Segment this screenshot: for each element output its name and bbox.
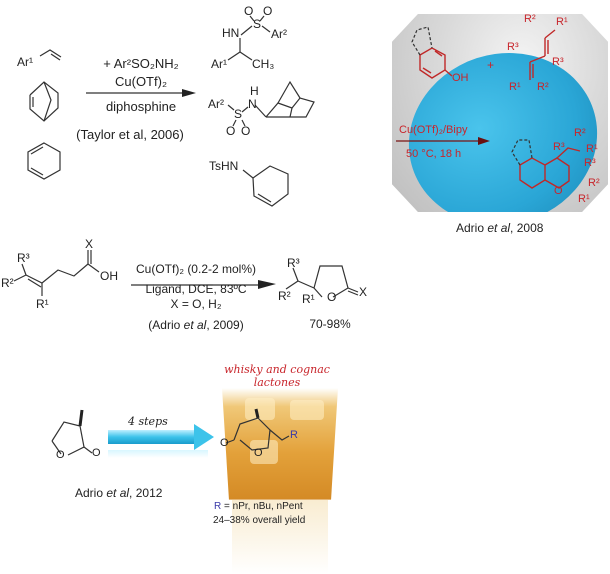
ref-italic: et al: [106, 486, 130, 500]
styrene-ar1-label: Ar¹: [17, 55, 33, 69]
ice-cube: [290, 400, 324, 420]
ice-cube: [250, 440, 278, 464]
ref-italic: et al: [183, 318, 207, 332]
product-o: O: [554, 185, 563, 197]
diene-r3: R³: [552, 56, 564, 68]
x-definition: X = O, H₂: [170, 297, 222, 311]
conditions-ligand-dce: Ligand, DCE, 83ºC: [145, 282, 247, 296]
atom-o: O: [263, 4, 273, 18]
group-ar2: Ar²: [271, 27, 287, 41]
atom-s: S: [234, 107, 243, 121]
atom-o: O: [226, 124, 236, 138]
reference-adrio-2012: Adrio et al, 2012: [75, 487, 162, 499]
ligand-label: diphosphine: [105, 99, 177, 114]
atom-hn: HN: [222, 26, 240, 40]
product-carbonyl-o: O: [220, 437, 229, 449]
r-label: R: [214, 501, 222, 512]
styrene-vinyl: [39, 49, 62, 61]
product-r3: R³: [553, 141, 565, 153]
chromane-product-structure: [511, 139, 581, 189]
ref-text: , 2012: [129, 486, 163, 500]
conditions-temp-time: 50 °C, 18 h: [406, 148, 462, 160]
plus-sign: +: [487, 58, 495, 72]
flask-photo: [392, 14, 608, 212]
title-lactones: lactones: [253, 376, 301, 389]
title-whisky-cognac: whisky and cognac: [224, 363, 330, 376]
diene-r1: R¹: [556, 16, 568, 28]
diene-r1: R¹: [509, 81, 521, 93]
product-r1: R¹: [586, 143, 598, 155]
four-steps-arrow: [108, 430, 196, 444]
lactone-carbonyl-o: O: [92, 447, 101, 459]
norbornene-structure: [29, 81, 59, 122]
glass-reflection: [232, 500, 328, 574]
group-tshn: TsHN: [209, 159, 239, 173]
substrate-r1: R¹: [36, 297, 49, 311]
group-ar1: Ar¹: [211, 57, 227, 71]
product-r-group: R: [290, 429, 298, 441]
substrate-r3: R³: [17, 251, 30, 265]
phenol-structure: [411, 26, 453, 79]
atom-s: S: [253, 17, 262, 31]
catalyst-loading: Cu(OTf)₂ (0.2-2 mol%): [135, 262, 257, 276]
reference-adrio-2009: (Adrio et al, 2009): [148, 319, 243, 331]
product-o: O: [327, 290, 337, 304]
group-ch3: CH₃: [252, 57, 275, 71]
lactone-ring-o: O: [56, 449, 65, 461]
product-r3: R³: [287, 256, 300, 270]
atom-o: O: [244, 4, 254, 18]
group-ar2: Ar²: [208, 97, 224, 111]
cyclohexene-structure: [27, 142, 61, 180]
product-r2: R²: [588, 177, 600, 189]
diene-r2: R²: [537, 81, 549, 93]
reagent-sulfonamide: + Ar²SO₂NH₂: [103, 56, 179, 71]
product3-bonds: [242, 165, 289, 207]
substrate-acid-bonds: [13, 250, 100, 296]
atom-o: O: [241, 124, 251, 138]
substrate-r2: R²: [1, 276, 14, 290]
product-r1: R¹: [578, 193, 590, 205]
caption-text: Adrio: [456, 221, 488, 235]
yield-70-98: 70-98%: [309, 317, 351, 331]
caption-adrio-2008: Adrio et al, 2008: [456, 222, 543, 234]
methyl-butyrolactone-bonds: [51, 409, 93, 456]
r-definition: R = nPr, nBu, nPent: [214, 502, 303, 512]
ref-text: (Adrio: [148, 318, 184, 332]
product-r2: R²: [278, 289, 291, 303]
flask-reaction-arrow: [396, 137, 490, 145]
product-r1: R¹: [302, 292, 315, 306]
product-ring-o: O: [254, 447, 263, 459]
ice-cube: [245, 398, 275, 420]
r-values: = nPr, nBu, nPent: [221, 501, 303, 512]
reaction-arrow-2: [131, 280, 276, 289]
atom-h: H: [250, 84, 259, 98]
overall-yield: 24–38% overall yield: [213, 515, 306, 526]
phenol-oh: OH: [452, 72, 469, 84]
lactone-product-bonds: [285, 265, 359, 298]
reference-taylor-2006: (Taylor et al, 2006): [76, 127, 184, 142]
ref-text: , 2009): [206, 318, 244, 332]
conditions-cu-bipy: Cu(OTf)₂/Bipy: [399, 124, 468, 136]
product-r3: R³: [584, 157, 596, 169]
product-r2: R²: [574, 127, 586, 139]
diene-r3: R³: [507, 41, 519, 53]
catalyst-label: Cu(OTf)₂: [115, 74, 167, 89]
substrate-x: X: [85, 237, 94, 251]
product2-bonds: [227, 80, 315, 127]
four-steps-label: 4 steps: [128, 415, 168, 428]
product-x: X: [359, 285, 368, 299]
arrow-reflection: [108, 450, 208, 458]
atom-n: N: [248, 97, 257, 111]
diene-structure: [529, 29, 556, 80]
caption-italic: et al: [487, 221, 511, 235]
reaction-arrow-1: [86, 89, 196, 97]
four-steps-arrowhead: [194, 424, 214, 450]
substrate-oh: OH: [100, 269, 118, 283]
diene-r2: R²: [524, 13, 536, 25]
ref-text: Adrio: [75, 486, 107, 500]
caption-text: , 2008: [510, 221, 544, 235]
product1-bonds: [227, 15, 271, 61]
